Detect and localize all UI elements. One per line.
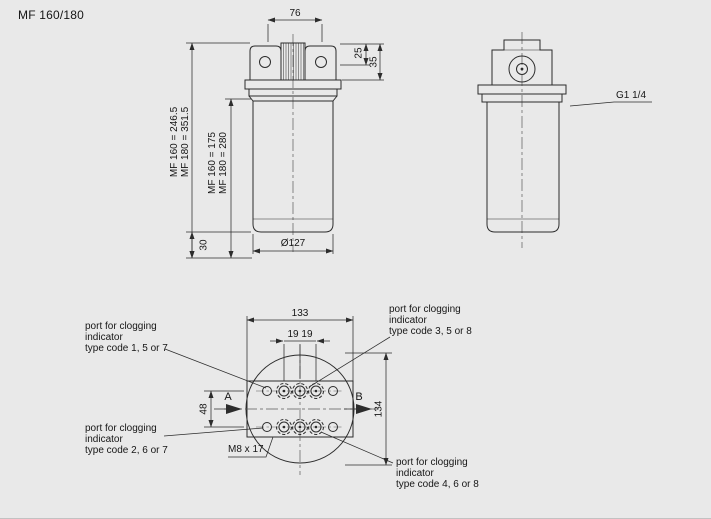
- callout-line: type code 3, 5 or 8: [389, 326, 472, 337]
- side-view-drawing: [477, 32, 652, 248]
- callout-top-right: port for clogging indicator type code 3,…: [389, 304, 472, 337]
- flow-arrows: [214, 404, 372, 414]
- callout-top-left: port for clogging indicator type code 1,…: [85, 321, 168, 354]
- hatch-lines: [283, 43, 304, 80]
- callout-bottom-right: port for clogging indicator type code 4,…: [396, 457, 479, 490]
- drawing-title: MF 160/180: [18, 8, 85, 22]
- dim-bracket-width: 76: [289, 8, 301, 19]
- bolt-hole: [315, 56, 327, 68]
- mounting-bolt-hole: [328, 386, 338, 396]
- port-fittings-top: [262, 383, 338, 399]
- dim-total-height-mf160: MF 160 = 246.5: [169, 106, 180, 178]
- flow-arrow-a: [226, 404, 242, 414]
- dim-total-height-mf180: MF 180 = 351.5: [180, 106, 191, 178]
- port-dimension-lines: [204, 316, 392, 466]
- mounting-bracket-side: [491, 39, 553, 85]
- mounting-bolt-hole: [328, 422, 338, 432]
- m8-leader-line: [228, 436, 274, 458]
- leader-bottom-right: [320, 431, 394, 464]
- bolt-center: [520, 67, 524, 71]
- callout-line: port for clogging: [85, 321, 157, 332]
- flow-arrow-b: [356, 404, 372, 414]
- callout-line: port for clogging: [396, 457, 468, 468]
- callout-line: type code 4, 6 or 8: [396, 479, 479, 490]
- callout-line: indicator: [396, 468, 434, 479]
- port-fitting: [276, 383, 292, 399]
- mounting-bolt-hole: [262, 386, 272, 396]
- mounting-bolt-hole: [262, 422, 272, 432]
- port-fitting: [292, 383, 308, 399]
- dim-diameter: Ø127: [280, 238, 306, 249]
- dim-bracket-depth-inner: 25: [353, 47, 365, 59]
- port-fitting: [276, 419, 292, 435]
- thread-size-label: G1 1/4: [616, 90, 647, 101]
- dim-port-spacing: 19 19: [287, 329, 313, 340]
- callout-line: port for clogging: [389, 304, 461, 315]
- flow-marker-b: B: [355, 391, 363, 403]
- dim-total-height: MF 160 = 246.5 MF 180 = 351.5: [169, 107, 191, 177]
- callout-line: type code 2, 6 or 7: [85, 445, 168, 456]
- port-fitting: [292, 419, 308, 435]
- port-fittings-bottom: [262, 419, 338, 435]
- callout-line: indicator: [85, 434, 123, 445]
- leader-top-right: [308, 336, 391, 388]
- dim-row-spacing: 48: [198, 403, 210, 415]
- filter-bowl-front: [252, 100, 334, 233]
- flow-marker-a: A: [224, 391, 232, 403]
- callout-line: indicator: [85, 332, 123, 343]
- callout-bottom-left: port for clogging indicator type code 2,…: [85, 423, 168, 456]
- thread-leader-line: [569, 101, 652, 107]
- dim-element-height: MF 160 = 175 MF 180 = 280: [207, 132, 229, 194]
- dim-bracket-depth-outer: 35: [368, 56, 380, 68]
- callout-line: indicator: [389, 315, 427, 326]
- dim-head-width: 133: [291, 308, 309, 319]
- front-view-drawing: [186, 17, 384, 259]
- callout-line: port for clogging: [85, 423, 157, 434]
- callout-line: type code 1, 5 or 7: [85, 343, 168, 354]
- front-dimension-lines: [186, 17, 384, 259]
- filter-bowl-side: [486, 101, 560, 233]
- mounting-thread-label: M8 x 17: [228, 444, 264, 455]
- leader-bottom-left: [163, 427, 264, 437]
- dim-element-height-mf180: MF 180 = 280: [218, 132, 229, 194]
- leader-top-left: [164, 348, 267, 389]
- dim-bottom-clearance: 30: [198, 239, 210, 251]
- callout-leader-lines: [163, 336, 394, 464]
- filter-head-front: [244, 79, 342, 102]
- bolt-hole: [259, 56, 271, 68]
- port-view-drawing: [163, 316, 394, 475]
- dim-element-height-mf160: MF 160 = 175: [207, 132, 218, 194]
- dim-overall-depth: 134: [373, 400, 385, 418]
